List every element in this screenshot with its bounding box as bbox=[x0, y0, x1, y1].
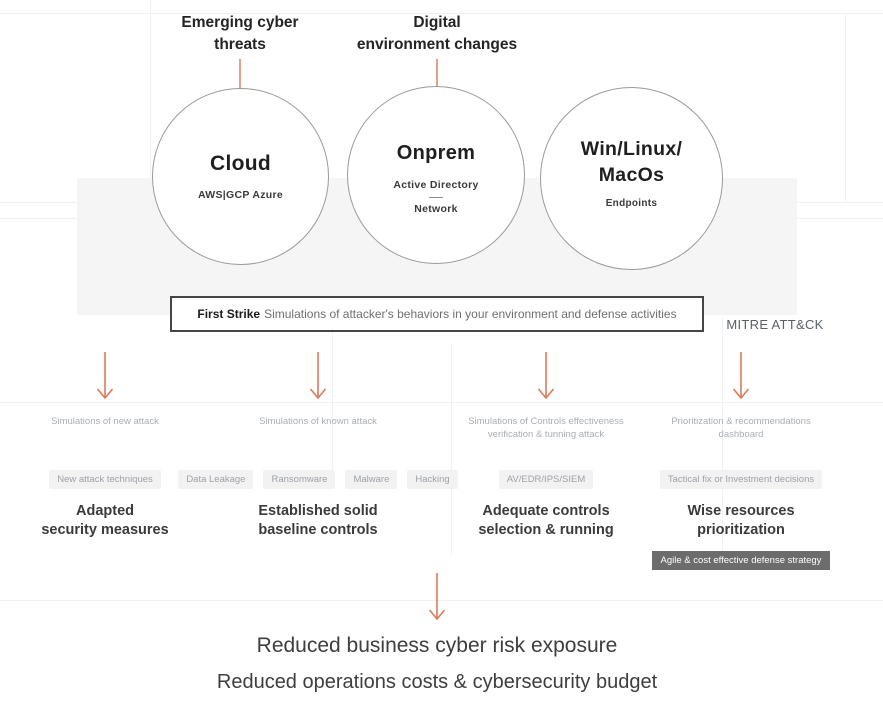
tag-row: AV/EDR/IPS/SIEM bbox=[426, 470, 666, 489]
column-caption: Prioritization & recommendations dashboa… bbox=[671, 416, 811, 440]
circle-subtitle: AWS|GCP Azure bbox=[197, 189, 284, 201]
mitre-attck-label: MITRE ATT&CK bbox=[726, 317, 824, 332]
tag: Hacking bbox=[407, 470, 458, 489]
tag-row: Tactical fix or Investment decisions bbox=[621, 470, 861, 489]
gridline-h bbox=[0, 13, 883, 14]
tag: Malware bbox=[345, 470, 398, 489]
down-arrow-icon bbox=[732, 352, 750, 400]
column-prioritization: Prioritization & recommendations dashboa… bbox=[621, 410, 861, 570]
first-strike-label: First Strike bbox=[197, 307, 261, 321]
onprem-circle: Onprem Active Directory Network bbox=[347, 86, 525, 264]
strategy-tag-wrap: Agile & cost effective defense strategy bbox=[621, 550, 861, 570]
tag: Tactical fix or Investment decisions bbox=[659, 470, 823, 489]
down-arrow-icon bbox=[537, 352, 555, 400]
gridline-h bbox=[0, 600, 883, 601]
circle-subtitle: Network bbox=[414, 203, 458, 215]
column-heading: Adapted security measures bbox=[41, 503, 169, 538]
column-heading: Established solid baseline controls bbox=[258, 503, 378, 538]
gridline-v bbox=[845, 13, 846, 203]
tag: AV/EDR/IPS/SIEM bbox=[498, 470, 594, 489]
changes-header: Digital environment changes bbox=[356, 14, 518, 53]
column-caption: Simulations of known attack bbox=[259, 416, 377, 427]
column-controls-effectiveness: Simulations of Controls effectiveness ve… bbox=[426, 410, 666, 540]
column-caption: Simulations of new attack bbox=[51, 416, 159, 427]
first-strike-description: Simulations of attacker's behaviors in y… bbox=[264, 307, 677, 321]
down-arrow-icon bbox=[96, 352, 114, 400]
tag: Ransomware bbox=[263, 470, 336, 489]
tag: Data Leakage bbox=[178, 470, 254, 489]
cloud-circle: Cloud AWS|GCP Azure bbox=[152, 88, 329, 265]
column-heading: Adequate controls selection & running bbox=[478, 503, 614, 538]
strategy-tag: Agile & cost effective defense strategy bbox=[651, 551, 831, 570]
endpoints-circle: Win/Linux/ MacOs Endpoints bbox=[540, 87, 723, 270]
gridline-h bbox=[0, 402, 883, 403]
tag-row: Data Leakage Ransomware Malware Hacking bbox=[178, 470, 458, 489]
circle-title: Win/Linux/ MacOs bbox=[580, 138, 683, 186]
gridline-v bbox=[150, 0, 151, 218]
tag-row: New attack techniques bbox=[0, 470, 225, 489]
circle-subtitle: Endpoints bbox=[605, 198, 658, 209]
down-arrow-icon bbox=[428, 573, 446, 621]
column-heading: Wise resources prioritization bbox=[687, 503, 795, 538]
outcome-line-1: Reduced business cyber risk exposure bbox=[256, 634, 618, 657]
circle-subtitle: Active Directory bbox=[393, 179, 479, 191]
gridline-v bbox=[451, 345, 452, 555]
column-new-attack: Simulations of new attack New attack tec… bbox=[0, 410, 225, 540]
first-strike-box: First Strike Simulations of attacker's b… bbox=[170, 296, 704, 332]
tag: New attack techniques bbox=[49, 470, 161, 489]
circle-title: Cloud bbox=[210, 152, 271, 175]
gridline-v bbox=[722, 318, 723, 563]
column-known-attack: Simulations of known attack Data Leakage… bbox=[178, 410, 458, 540]
circle-title: Onprem bbox=[396, 142, 476, 164]
down-arrow-icon bbox=[309, 352, 327, 400]
divider bbox=[429, 197, 443, 198]
column-caption: Simulations of Controls effectiveness ve… bbox=[468, 416, 624, 440]
threats-header: Emerging cyber threats bbox=[181, 14, 299, 53]
outcome-line-2: Reduced operations costs & cybersecurity… bbox=[216, 671, 658, 693]
gridline-v bbox=[332, 318, 333, 488]
